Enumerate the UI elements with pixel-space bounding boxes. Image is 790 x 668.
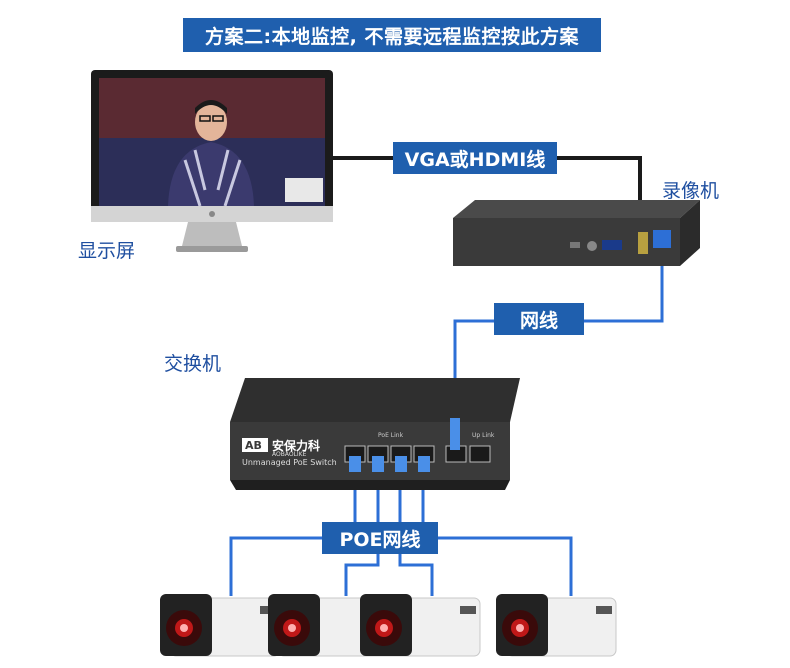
vga-hdmi-cable-label: VGA或HDMI线 <box>393 142 557 174</box>
poe-cable-4 <box>421 470 573 596</box>
poe-cable-1 <box>229 470 357 596</box>
switch-uplink: Up Link <box>472 432 495 439</box>
nvr-label: 录像机 <box>662 180 720 202</box>
switch-brand-en: AOBAOLIKE <box>272 451 307 458</box>
switch-brand-cn: 安保力科 <box>272 439 321 453</box>
camera-icon <box>160 594 617 657</box>
switch-poe-link: PoE Link <box>378 432 404 439</box>
poe-cable-label: POE网线 <box>322 522 438 554</box>
monitor-icon <box>91 70 333 252</box>
poe-cable-3 <box>398 470 434 596</box>
nvr-icon <box>453 200 700 266</box>
switch-icon: AB <box>230 378 520 490</box>
network-cable-label: 网线 <box>494 303 584 335</box>
poe-cable-2 <box>344 470 380 596</box>
page-title: 方案二:本地监控, 不需要远程监控按此方案 <box>183 18 601 52</box>
switch-model: Unmanaged PoE Switch <box>242 458 337 467</box>
svg-text:AB: AB <box>245 439 262 452</box>
switch-label: 交换机 <box>164 353 222 375</box>
monitor-label: 显示屏 <box>78 240 136 262</box>
